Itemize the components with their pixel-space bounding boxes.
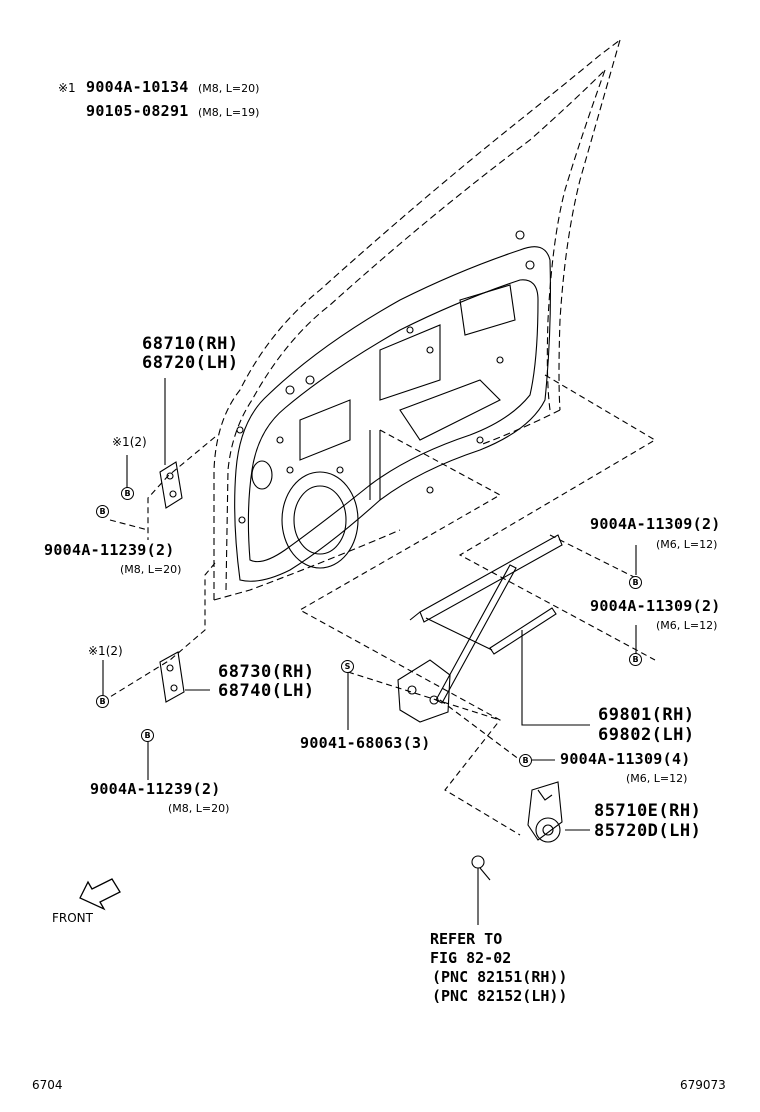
note-part1-spec: (M8, L=20) xyxy=(198,82,260,95)
window-regulator-part xyxy=(409,534,563,704)
bolt-badge: B xyxy=(629,653,642,666)
hinge-lower-note: ※1(2) xyxy=(88,644,123,658)
hinge-upper-note: ※1(2) xyxy=(112,435,147,449)
bolt-upper-pn: 9004A-11239(2) xyxy=(44,541,175,559)
hinge-upper-rh: 68710(RH) xyxy=(142,334,239,354)
lower-hinge-part xyxy=(159,651,185,703)
hinge-lower-rh: 68730(RH) xyxy=(218,662,315,682)
refer-line4: (PNC 82152(LH)) xyxy=(432,987,568,1005)
note-symbol: ※1 xyxy=(58,81,76,95)
leader-lines xyxy=(104,374,657,836)
bolt-badge: B xyxy=(96,695,109,708)
regulator-bolt-a-pn: 9004A-11309(2) xyxy=(590,515,721,533)
door-frame xyxy=(213,39,621,601)
refer-line2: FIG 82-02 xyxy=(430,949,512,967)
screw-badge: S xyxy=(341,660,354,673)
solid-leaders xyxy=(102,378,637,925)
motor-part xyxy=(527,781,563,843)
note-part1: 9004A-10134 xyxy=(86,78,189,96)
front-arrow-icon xyxy=(79,878,121,911)
bolt-lower-spec: (M8, L=20) xyxy=(168,802,230,815)
door-inner-panel xyxy=(234,230,551,582)
note-part2: 90105-08291 xyxy=(86,102,189,120)
hinge-upper-lh: 68720(LH) xyxy=(142,353,239,373)
screw-pn: 90041-68063(3) xyxy=(300,734,431,752)
bolt-lower-pn: 9004A-11239(2) xyxy=(90,780,221,798)
bolt-badge: B xyxy=(96,505,109,518)
regulator-bolt-b-pn: 9004A-11309(2) xyxy=(590,597,721,615)
footer-right-code: 679073 xyxy=(680,1078,726,1092)
note-part2-spec: (M8, L=19) xyxy=(198,106,260,119)
regulator-bolt-c-pn: 9004A-11309(4) xyxy=(560,750,691,768)
upper-hinge-part xyxy=(159,461,183,509)
motor-rh: 85710E(RH) xyxy=(594,801,702,821)
regulator-bolt-a-spec: (M6, L=12) xyxy=(656,538,718,551)
regulator-lh: 69802(LH) xyxy=(598,725,695,745)
hinge-lower-lh: 68740(LH) xyxy=(218,681,315,701)
bolt-upper-spec: (M8, L=20) xyxy=(120,563,182,576)
footer-left-code: 6704 xyxy=(32,1078,63,1092)
front-label: FRONT xyxy=(52,911,93,925)
regulator-bolt-c-spec: (M6, L=12) xyxy=(626,772,688,785)
regulator-bracket-part xyxy=(397,659,451,723)
bolt-badge: B xyxy=(121,487,134,500)
connector-part xyxy=(471,855,491,881)
refer-line1: REFER TO xyxy=(430,930,503,948)
refer-line3: (PNC 82151(RH)) xyxy=(432,968,568,986)
regulator-bolt-b-spec: (M6, L=12) xyxy=(656,619,718,632)
bolt-badge: B xyxy=(141,729,154,742)
regulator-rh: 69801(RH) xyxy=(598,705,695,725)
motor-lh: 85720D(LH) xyxy=(594,821,702,841)
bolt-badge: B xyxy=(629,576,642,589)
bolt-badge: B xyxy=(519,754,532,767)
